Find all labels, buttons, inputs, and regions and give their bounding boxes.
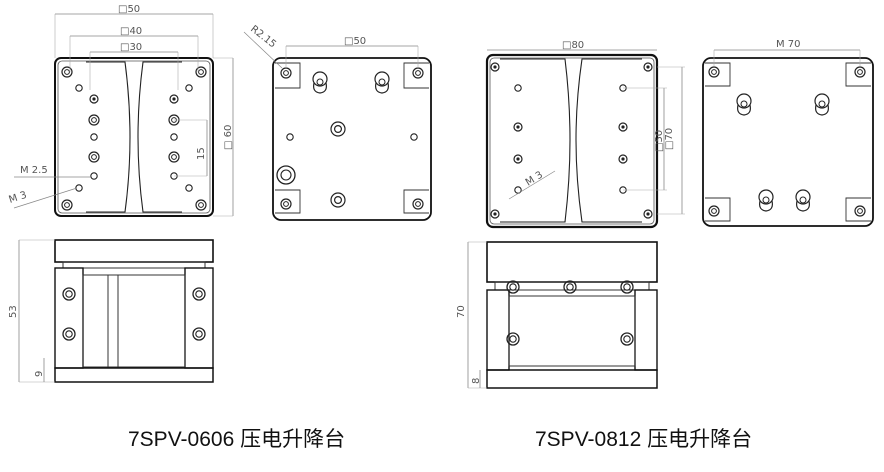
left-top-dim-40: □40 [120,26,142,37]
left-top-dim-15: 15 [196,147,207,160]
right-thread-m3: M 3 [524,170,545,189]
right-bottom-view: M 70 [702,39,874,227]
left-side-dim-9: 9 [34,371,45,377]
left-side-dim-53: 53 [8,305,19,318]
left-top-view: □50 □40 □30 □ 60 15 M 2.5 M 3 [8,4,234,217]
right-side-dim-70: 70 [456,305,467,318]
right-side-view: 70 8 [456,241,658,389]
right-top-dim-50: □50 [654,130,665,152]
left-stage-caption: 7SPV-0606 压电升降台 [128,428,346,451]
right-bottom-dim-70: M 70 [776,39,801,50]
left-bottom-radius: R2.15 [248,24,278,51]
right-side-dim-8: 8 [471,378,482,384]
right-top-view: □80 □50 □70 M 3 [485,40,685,229]
left-thread-m3: M 3 [8,190,29,206]
left-top-dim-30: □30 [120,42,142,53]
left-bottom-dim-50: □50 [344,36,366,47]
right-stage-caption: 7SPV-0812 压电升降台 [535,428,753,451]
left-bottom-view: □50 R2.15 [243,24,432,221]
left-top-dim-50: □50 [118,4,140,15]
left-top-dim-60: □ 60 [223,125,234,150]
right-top-dim-80: □80 [562,40,584,51]
right-top-dim-70: □70 [664,128,675,150]
left-side-view: 53 9 [8,239,214,383]
left-thread-m2-5: M 2.5 [20,165,48,176]
